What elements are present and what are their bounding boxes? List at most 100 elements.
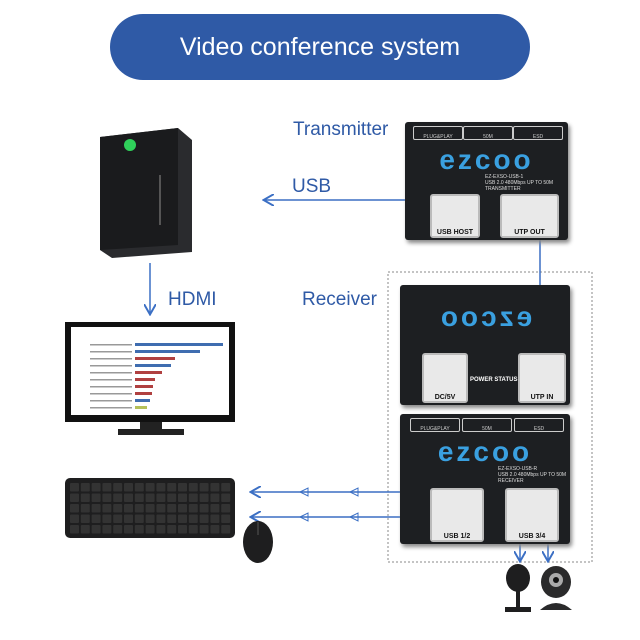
utp-in-port: UTP IN [518, 353, 566, 403]
key [113, 514, 123, 523]
key [102, 483, 112, 492]
tab-label: PLUG&PLAY [413, 126, 463, 140]
key [70, 525, 79, 534]
tab-label: 50M [463, 126, 513, 140]
key [145, 493, 155, 502]
key [91, 493, 101, 502]
key [188, 514, 198, 523]
key [134, 525, 144, 534]
key [134, 483, 144, 492]
receiver-label: Receiver [302, 289, 377, 310]
key [178, 483, 187, 492]
key [156, 483, 166, 492]
screen-bar-label [90, 344, 132, 346]
model-text: EZ-EXSO-USB-R [498, 466, 538, 472]
key [113, 483, 123, 492]
key [221, 493, 231, 502]
key [91, 514, 101, 523]
key [167, 493, 177, 502]
key [80, 525, 90, 534]
screen-bar-label [90, 400, 132, 402]
key [221, 514, 231, 523]
receiver-device: ezcoo DC/5V POWER STATUS UTP IN [400, 285, 570, 405]
key [70, 483, 79, 492]
key [113, 493, 123, 502]
key [91, 483, 101, 492]
key [124, 493, 133, 502]
usb-3-4-port: USB 3/4 [505, 488, 559, 542]
transmitter-device: PLUG&PLAY 50M ESD ezcoo EZ-EXSO-USB-1 US… [405, 122, 568, 240]
key [80, 504, 90, 513]
spec-text: USB 2.0 480Mbps UP TO 50M [485, 180, 554, 186]
brand-logo: ezcoo [437, 436, 533, 467]
receiver-group-border [387, 271, 593, 563]
screen-bar-label [90, 386, 132, 388]
key [134, 504, 144, 513]
key [199, 493, 209, 502]
screen-bar-label [90, 351, 132, 353]
key [102, 493, 112, 502]
key [167, 514, 177, 523]
tab-label: 50M [462, 418, 512, 432]
key [124, 525, 133, 534]
key [124, 483, 133, 492]
brand-logo: ezcoo [437, 301, 533, 332]
model-text: EZ-EXSO-USB-1 [485, 174, 524, 180]
key [70, 504, 79, 513]
key [188, 493, 198, 502]
key [80, 483, 90, 492]
key [178, 514, 187, 523]
key [167, 504, 177, 513]
key [167, 483, 177, 492]
spec-text: USB 2.0 480Mbps UP TO 50M [498, 472, 567, 478]
brand-logo: ezcoo [439, 144, 534, 175]
webcam-icon [540, 566, 572, 610]
screen-bar [135, 343, 223, 346]
key [91, 525, 101, 534]
key [145, 483, 155, 492]
key [80, 493, 90, 502]
key [199, 514, 209, 523]
title-banner: Video conference system [110, 14, 530, 80]
key [188, 525, 198, 534]
key [188, 504, 198, 513]
screen-bar [135, 357, 175, 360]
screen-bar [135, 406, 147, 409]
key [91, 504, 101, 513]
key [70, 493, 79, 502]
key [145, 525, 155, 534]
receiver-usb-device: PLUG&PLAY 50M ESD ezcoo EZ-EXSO-USB-R US… [400, 414, 570, 544]
power-status-label: POWER STATUS [470, 377, 518, 383]
key [210, 525, 220, 534]
screen-bar [135, 392, 152, 395]
usb-host-port: USB HOST [430, 194, 480, 238]
type-text: TRANSMITTER [485, 186, 521, 192]
key [199, 504, 209, 513]
tab-label: ESD [514, 418, 564, 432]
key [178, 504, 187, 513]
key [210, 483, 220, 492]
key [145, 514, 155, 523]
key [70, 514, 79, 523]
key [156, 493, 166, 502]
screen-bar-label [90, 393, 132, 395]
key [156, 514, 166, 523]
key [210, 514, 220, 523]
key [221, 504, 231, 513]
type-text: RECEIVER [498, 478, 524, 484]
hdmi-label: HDMI [168, 289, 217, 310]
screen-bar-label [90, 407, 132, 409]
key [221, 525, 231, 534]
key [102, 514, 112, 523]
key [134, 493, 144, 502]
key [199, 483, 209, 492]
screen-bar [135, 385, 153, 388]
key [113, 525, 123, 534]
transmitter-label: Transmitter [293, 119, 389, 140]
key [167, 525, 177, 534]
key [124, 504, 133, 513]
key [156, 525, 166, 534]
microphone-icon [505, 564, 531, 612]
screen-bar-label [90, 365, 132, 367]
key [210, 493, 220, 502]
